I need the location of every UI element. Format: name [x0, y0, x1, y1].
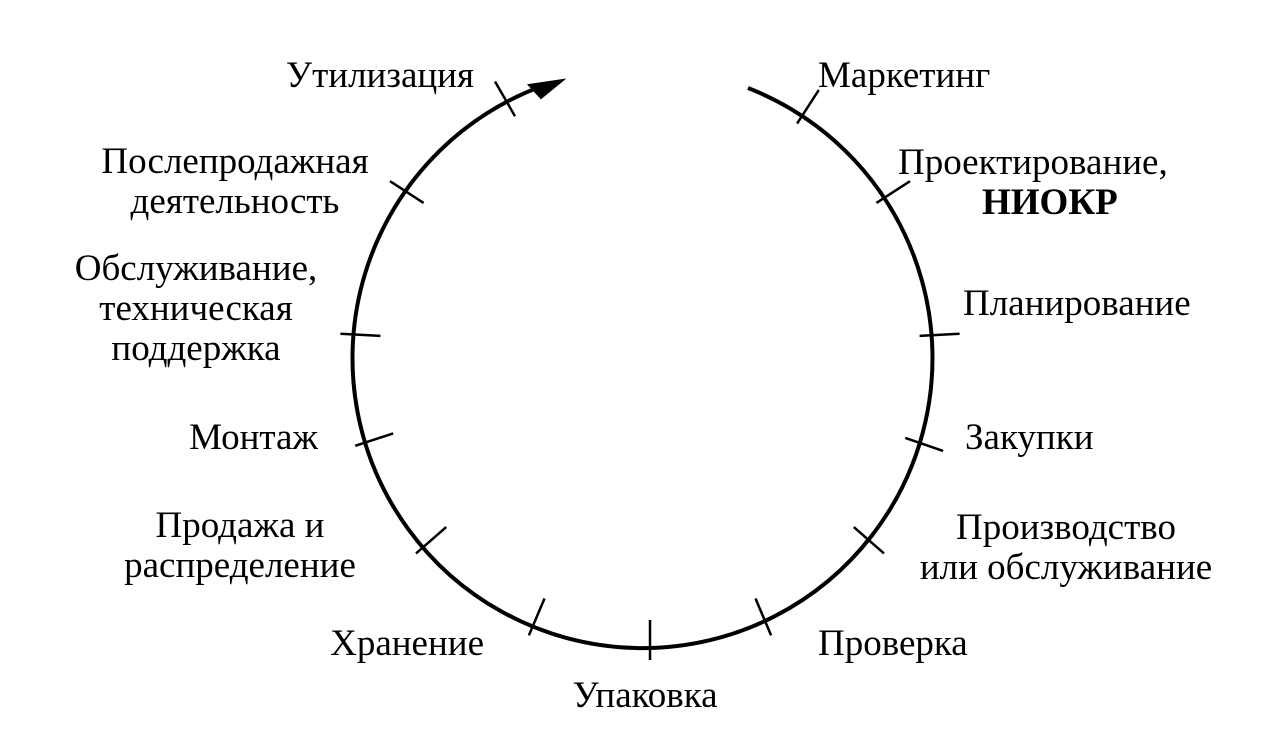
stage-label-installation: Монтаж	[100, 418, 318, 458]
stage-label-line: Производство	[956, 507, 1176, 548]
stage-tick-planning	[919, 332, 960, 338]
stage-label-line: Монтаж	[189, 417, 318, 458]
stage-label-line: Хранение	[330, 623, 484, 664]
stage-label-marketing: Маркетинг	[818, 56, 990, 96]
stage-label-design: Проектирование, НИОКР	[898, 143, 1168, 223]
stage-tick-marketing	[796, 89, 820, 125]
stage-tick-disposal	[493, 80, 517, 117]
stage-label-purchasing: Закупки	[965, 418, 1094, 458]
stage-label-inspection: Проверка	[818, 624, 968, 664]
stage-tick-installation	[354, 432, 394, 447]
stage-label-sales: Продажа и распределение	[100, 506, 380, 586]
stage-tick-purchasing	[904, 436, 944, 453]
stage-label-line: НИОКР	[982, 182, 1118, 223]
stage-label-line: деятельность	[130, 181, 340, 222]
stage-label-disposal: Утилизация	[200, 56, 474, 96]
stage-label-line: или обслуживание	[919, 547, 1213, 588]
stage-label-line: Утилизация	[285, 55, 474, 96]
stage-ticks	[340, 80, 960, 660]
stage-label-line: Послепродажная	[101, 141, 369, 182]
stage-tick-maintenance	[340, 332, 381, 338]
stage-tick-inspection	[754, 598, 773, 636]
stage-tick-storage	[527, 598, 546, 636]
stage-label-line: распределение	[124, 545, 356, 586]
stage-label-packaging: Упаковка	[530, 676, 760, 716]
stage-label-line: Упаковка	[572, 675, 718, 716]
stage-label-line: Продажа и	[155, 505, 325, 546]
stage-label-production: Производство или обслуживание	[896, 508, 1236, 588]
stage-label-line: поддержка	[111, 328, 281, 369]
stage-label-planning: Планирование	[963, 284, 1191, 324]
stage-label-line: Обслуживание,	[74, 248, 318, 289]
stage-tick-production	[852, 526, 885, 555]
stage-tick-design	[875, 180, 911, 204]
stage-label-after-sales: Послепродажная деятельность	[72, 142, 398, 222]
stage-label-line: Проектирование,	[898, 142, 1168, 183]
stage-label-line: Проверка	[818, 623, 968, 664]
stage-label-line: техническая	[99, 288, 293, 329]
cycle-arrowhead-icon	[526, 78, 567, 100]
stage-label-maintenance: Обслуживание, техническая поддержка	[50, 249, 342, 369]
stage-label-line: Планирование	[963, 283, 1191, 324]
cycle-arc	[350, 83, 935, 651]
stage-label-line: Закупки	[965, 417, 1094, 458]
stage-label-storage: Хранение	[250, 624, 484, 664]
stage-tick-after-sales	[389, 180, 425, 204]
stage-tick-sales	[415, 526, 448, 555]
stage-label-line: Маркетинг	[818, 55, 991, 96]
